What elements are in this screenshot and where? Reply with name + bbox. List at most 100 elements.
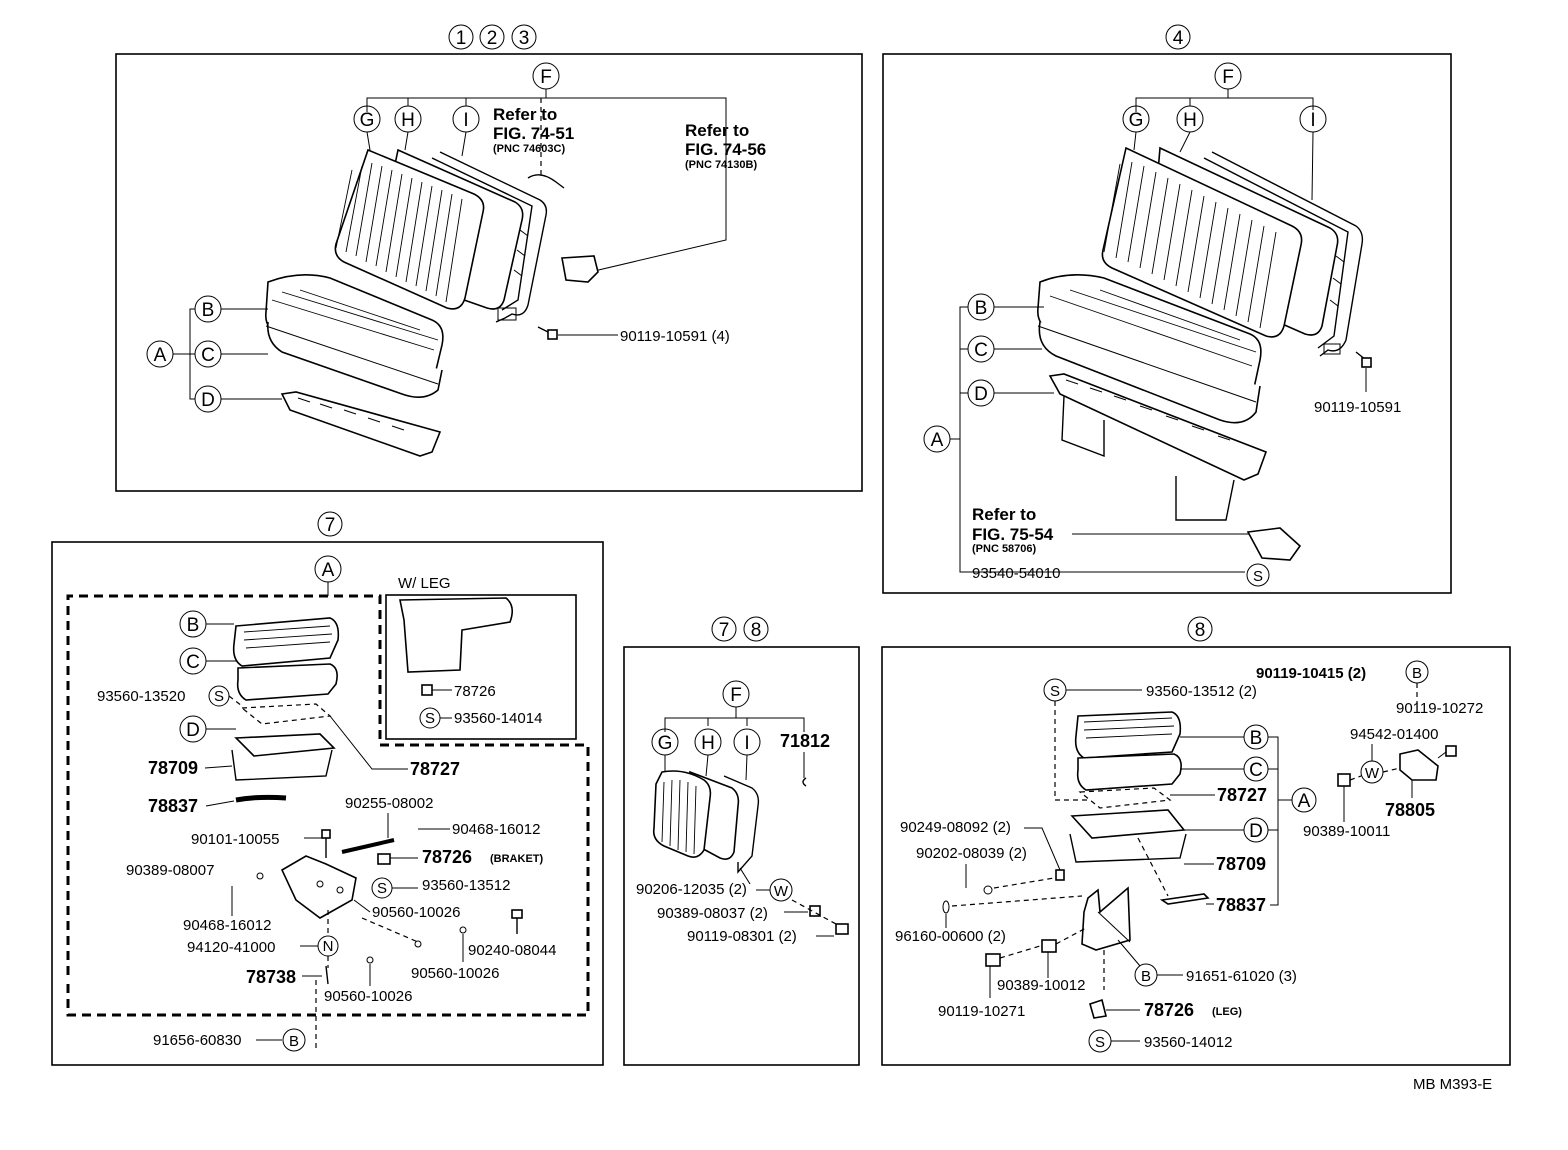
bolt-icon (537, 326, 558, 340)
bracket-icon (1399, 749, 1439, 781)
part-label-94120: 94120-41000 (187, 939, 275, 956)
bolt-icon (1355, 351, 1372, 368)
seat-frame-pan (1048, 373, 1268, 521)
part-label-90119-10415: 90119-10415 (2) (1256, 665, 1366, 682)
callout-a: A (154, 345, 167, 366)
part-label-90560-b: 90560-10026 (411, 965, 499, 982)
nut-icon (809, 905, 821, 917)
part-label-90560-c: 90560-10026 (324, 988, 412, 1005)
callout-d: D (974, 384, 988, 405)
seat-cushion (1037, 274, 1262, 424)
callout-i: I (1310, 110, 1315, 131)
armrest-sheet (240, 703, 332, 725)
callout-h: H (401, 110, 415, 131)
armrest-frame (231, 749, 333, 781)
armrest-pad (1076, 753, 1182, 791)
inset-clip-icon (421, 684, 433, 696)
part-label-90255: 90255-08002 (345, 795, 433, 812)
part-label-90101: 90101-10055 (191, 831, 279, 848)
armrest-pad (236, 663, 338, 701)
part-label-91651: 91651-61020 (3) (1186, 968, 1297, 985)
panel-4: 4 F G H I (882, 24, 1452, 594)
callout-f: F (1222, 67, 1234, 88)
part-label-leg: (LEG) (1212, 1006, 1242, 1018)
part-label-90468-b: 90468-16012 (183, 917, 271, 934)
grommet-icon (942, 900, 950, 914)
inset-part-78726: 78726 (454, 683, 496, 700)
part-label-90206: 90206-12035 (2) (636, 881, 747, 898)
header-num-8: 8 (751, 620, 762, 641)
inset-title: W/ LEG (398, 575, 451, 592)
callout-f: F (540, 67, 552, 88)
callout-b: B (975, 298, 988, 319)
callout-a: A (1298, 791, 1311, 812)
part-label-90389: 90389-08007 (126, 862, 214, 879)
panel-123-header: 1 2 3 (448, 24, 537, 50)
seat-back-frame (1203, 151, 1364, 357)
callout-s: S (214, 688, 224, 705)
header-num-3: 3 (519, 28, 530, 49)
callout-a: A (322, 560, 335, 581)
callout-c: C (1249, 760, 1263, 781)
part-label-94542: 94542-01400 (1350, 726, 1438, 743)
headrest-clip-icon (527, 174, 565, 189)
armrest-sheet (1078, 787, 1172, 809)
callout-s: S (1253, 568, 1263, 585)
callout-b-bottom: B (1141, 968, 1151, 985)
part-label-90560-a: 90560-10026 (372, 904, 460, 921)
part-label-bolt: 90119-10591 (1314, 399, 1401, 416)
callout-b: B (187, 615, 200, 636)
part-label-90249: 90249-08092 (2) (900, 819, 1011, 836)
panel-8: 8 90119-10415 (2) B 90119-10272 S 93560-… (881, 616, 1511, 1066)
part-label-90119-10272: 90119-10272 (1396, 700, 1483, 717)
ref-line3: (PNC 58706) (972, 543, 1037, 555)
bolt-icon (985, 953, 1001, 967)
part-label-91656: 91656-60830 (153, 1032, 241, 1049)
callout-c: C (186, 652, 200, 673)
part-label-bolt: 90119-10591 (4) (620, 328, 730, 345)
seat-back-cover (1101, 146, 1303, 338)
ref2-line2: FIG. 74-56 (685, 140, 766, 159)
seat-cushion (265, 274, 444, 398)
panel-7: 7 A W/ LEG 78726 S 93560-14014 B C D 935… (51, 511, 604, 1066)
clip-icon (802, 777, 807, 787)
part-label-78727: 78727 (1217, 785, 1267, 805)
inset-callout-s: S (425, 710, 435, 727)
seat-back-cover (334, 148, 485, 310)
ref-line1: Refer to (972, 505, 1036, 524)
callout-b: B (1250, 728, 1263, 749)
callout-g: G (658, 733, 673, 754)
part-label-96160: 96160-00600 (2) (895, 928, 1006, 945)
panel-123-frame (115, 53, 863, 492)
part-label-93540: 93540-54010 (972, 565, 1060, 582)
armrest-frame (723, 775, 760, 874)
callout-i: I (744, 733, 749, 754)
header-num-2: 2 (487, 28, 498, 49)
inset-seat-icon (399, 597, 514, 673)
panel-4-frame (882, 53, 1452, 594)
callout-d: D (201, 390, 215, 411)
part-label-78709: 78709 (1216, 854, 1266, 874)
pad-strip-icon (1159, 893, 1210, 905)
header-num-7: 7 (325, 515, 336, 536)
bolt-icon (1445, 745, 1457, 757)
panel-78: 7 8 F G H I 71812 90206-12035 (2) W 9038… (623, 616, 860, 1066)
part-label-90240: 90240-08044 (468, 942, 556, 959)
callout-b-top: B (1412, 665, 1422, 682)
callout-c: C (974, 340, 988, 361)
part-label-78738: 78738 (246, 967, 296, 987)
ref1-line2: FIG. 74-51 (493, 124, 574, 143)
panel-7-frame (51, 541, 604, 1066)
ref1-line3: (PNC 74603C) (493, 143, 565, 155)
part-label-78727: 78727 (410, 759, 460, 779)
part-label-78837: 78837 (1216, 895, 1266, 915)
armrest-cover (652, 770, 712, 858)
nut-icon (1337, 773, 1351, 787)
ref2-line3: (PNC 74130B) (685, 159, 757, 171)
part-label-90389-10012: 90389-10012 (997, 977, 1085, 994)
callout-d: D (1249, 821, 1263, 842)
armrest-cover (1074, 711, 1182, 759)
header-num-8: 8 (1195, 620, 1206, 641)
nut-icon (1041, 939, 1057, 953)
